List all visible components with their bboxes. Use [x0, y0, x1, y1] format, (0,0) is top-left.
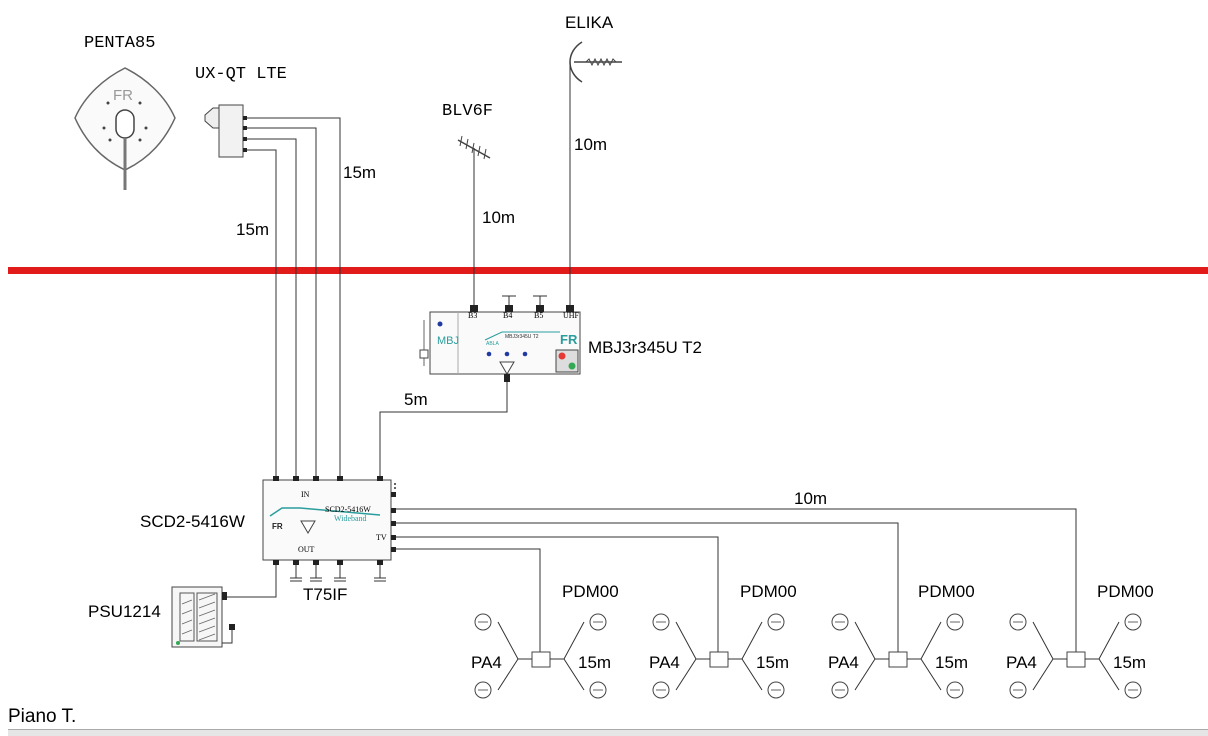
scd-sub-label: Wideband	[334, 514, 367, 523]
trunk-cables	[396, 508, 1077, 652]
penta85-fr-badge: FR	[113, 87, 133, 104]
mbj-amplifier	[419, 295, 581, 382]
mbj-model-small: MBJ3r345U T2	[505, 334, 539, 340]
mbj-port-uhf: UHF	[563, 311, 580, 320]
elika-antenna	[569, 41, 622, 305]
pdm-group-3	[831, 613, 964, 699]
pdm-label-3: PDM00	[918, 582, 975, 601]
mbj-label: MBJ3r345U T2	[588, 338, 702, 357]
pdm-group-1	[474, 613, 607, 699]
floor-bar	[8, 729, 1208, 736]
pa-cable-length-2: 15m	[756, 653, 789, 672]
penta85-antenna: FR	[74, 67, 176, 190]
scd-in-label: IN	[301, 490, 310, 499]
ux-cable-length-right: 15m	[343, 163, 376, 182]
pa-label-4: PA4	[1006, 653, 1037, 672]
ux-qt-label: UX-QT LTE	[195, 65, 287, 84]
pa-cable-length-1: 15m	[578, 653, 611, 672]
blv6f-antenna	[457, 135, 491, 305]
mbj-to-scd-cable	[379, 382, 508, 480]
mbj-to-scd-length: 5m	[404, 390, 428, 409]
pdm-group-4	[1009, 613, 1142, 699]
psu-label: PSU1214	[88, 602, 161, 621]
floor-label: Piano T.	[8, 706, 77, 727]
ux-cables	[247, 117, 341, 480]
pdm-label-4: PDM00	[1097, 582, 1154, 601]
scd-label: SCD2-5416W	[140, 512, 245, 531]
t75if-terminators	[290, 565, 386, 582]
pa-label-3: PA4	[828, 653, 859, 672]
scd-tv-label: TV	[376, 533, 387, 542]
blv6f-cable-length: 10m	[482, 208, 515, 227]
pdm-label-1: PDM00	[562, 582, 619, 601]
blv6f-label: BLV6F	[442, 102, 493, 121]
mbj-fr-badge: FR	[560, 332, 578, 347]
pa-cable-length-4: 15m	[1113, 653, 1146, 672]
trunk-cable-length: 10m	[794, 489, 827, 508]
pa-cable-length-3: 15m	[935, 653, 968, 672]
mbj-port-b5: B5	[534, 311, 543, 320]
scd-fr-badge: FR	[272, 522, 283, 531]
scd-out-label: OUT	[298, 545, 315, 554]
ux-cable-length-left: 15m	[236, 220, 269, 239]
psu-unit	[171, 565, 277, 648]
mbj-brand: ABLA	[486, 341, 499, 347]
pdm-label-2: PDM00	[740, 582, 797, 601]
elika-cable-length: 10m	[574, 135, 607, 154]
roof-line	[8, 267, 1208, 274]
penta85-label: PENTA85	[84, 34, 155, 53]
scd-model-small: SCD2-5416W	[325, 505, 371, 514]
ux-qt-lnb	[204, 104, 247, 158]
elika-label: ELIKA	[565, 13, 614, 32]
mbj-port-b4: B4	[503, 311, 512, 320]
pa-label-1: PA4	[471, 653, 502, 672]
mbj-side-label: MBJ	[437, 335, 459, 347]
pa-label-2: PA4	[649, 653, 680, 672]
t75if-label: T75IF	[303, 585, 347, 604]
mbj-port-b3: B3	[468, 311, 477, 320]
pdm-group-2	[652, 613, 785, 699]
scd-multiswitch	[262, 476, 396, 565]
